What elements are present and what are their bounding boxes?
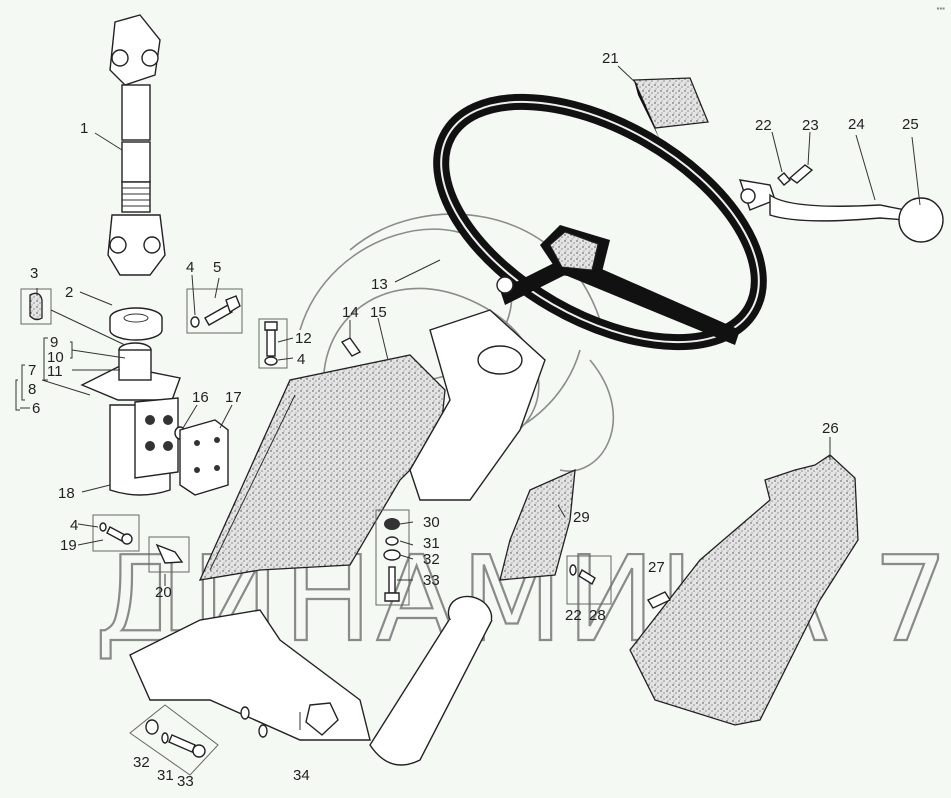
callout-16: 16 xyxy=(192,389,209,406)
part-22-28-bolt-group xyxy=(566,555,612,605)
callout-13: 13 xyxy=(371,276,388,293)
part-17-valve-block xyxy=(179,419,229,496)
callout-32a: 32 xyxy=(423,551,440,568)
callout-2: 2 xyxy=(65,284,73,301)
callout-31b: 31 xyxy=(157,767,174,784)
part-1-cardan-shaft xyxy=(107,14,166,276)
callout-11: 11 xyxy=(47,363,63,380)
callout-22a: 22 xyxy=(755,117,772,134)
part-12-4-bolt-group xyxy=(258,318,288,369)
callout-12: 12 xyxy=(295,330,312,347)
callout-6: 6 xyxy=(32,400,40,417)
callout-33a: 33 xyxy=(423,572,440,589)
callout-22b: 22 xyxy=(565,607,582,624)
callout-34: 34 xyxy=(293,767,310,784)
part-29-plate xyxy=(499,468,576,581)
callout-10: 10 xyxy=(47,349,64,366)
callout-19: 19 xyxy=(60,537,77,554)
callout-32b: 32 xyxy=(133,754,150,771)
part-32-31-33-bolt-group xyxy=(129,704,219,776)
callout-18: 18 xyxy=(58,485,75,502)
callout-5: 5 xyxy=(213,259,221,276)
callout-24: 24 xyxy=(848,116,865,133)
callout-3: 3 xyxy=(30,265,38,282)
callout-25: 25 xyxy=(902,116,919,133)
callout-4b: 4 xyxy=(297,351,305,368)
part-26-lower-cover xyxy=(629,454,859,726)
callout-4c: 4 xyxy=(70,517,78,534)
callout-8: 8 xyxy=(28,381,36,398)
grouping-brackets xyxy=(15,337,73,411)
column-tube xyxy=(369,595,493,766)
callout-26: 26 xyxy=(822,420,839,437)
callout-33b: 33 xyxy=(177,773,194,790)
corner-mark: ▪▪▪ xyxy=(936,4,945,13)
callout-15: 15 xyxy=(370,304,387,321)
callout-29: 29 xyxy=(573,509,590,526)
callout-30: 30 xyxy=(423,514,440,531)
callout-labels: 1 2 3 4 5 6 7 8 9 10 11 12 4 13 14 15 16… xyxy=(28,50,919,790)
callout-31a: 31 xyxy=(423,535,440,552)
callout-1: 1 xyxy=(80,120,88,137)
callout-23: 23 xyxy=(802,117,819,134)
part-30-33-fastener-stack xyxy=(375,509,410,606)
part-2-seal-ring xyxy=(109,307,163,341)
callout-4a: 4 xyxy=(186,259,194,276)
callout-21: 21 xyxy=(602,50,619,67)
leader-lines xyxy=(20,65,921,730)
callout-17: 17 xyxy=(225,389,242,406)
callout-27: 27 xyxy=(648,559,665,576)
part-25-knob xyxy=(898,197,944,243)
callout-9: 9 xyxy=(50,334,58,351)
part-18-steering-pump xyxy=(80,342,181,496)
part-13-column-bracket xyxy=(409,309,546,501)
callout-20: 20 xyxy=(155,584,172,601)
part-34-mounting-bracket xyxy=(129,609,371,741)
part-13-steering-wheel xyxy=(433,93,767,351)
part-14-bolt xyxy=(340,337,362,357)
callout-7: 7 xyxy=(28,362,36,379)
part-3-key xyxy=(20,288,52,325)
part-20-fitting xyxy=(148,536,190,573)
callout-14: 14 xyxy=(342,304,359,321)
part-21-horn-cap xyxy=(633,77,709,140)
part-24-lever xyxy=(738,164,944,243)
part-4-5-bolt-group xyxy=(186,288,243,334)
part-4-19-bolt-group xyxy=(92,514,140,552)
callout-28: 28 xyxy=(589,607,606,624)
part-27-bolt xyxy=(646,591,672,609)
